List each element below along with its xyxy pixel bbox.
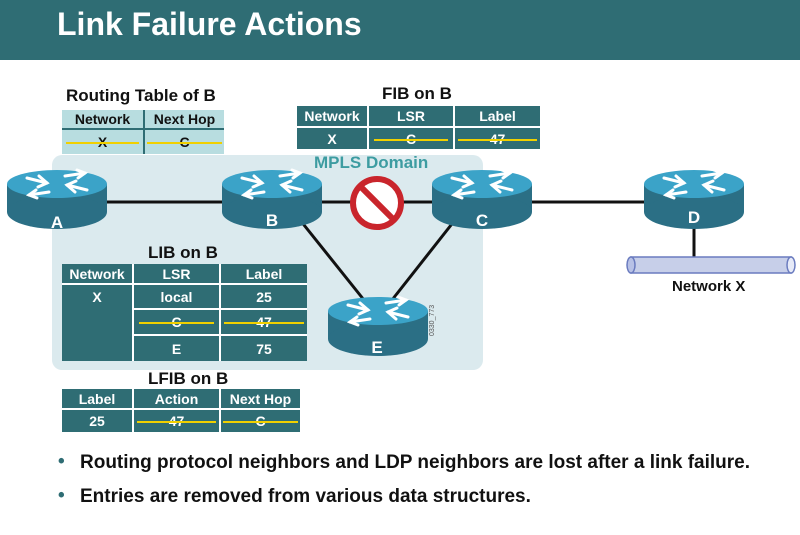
fib-cell-label: 47 (453, 126, 540, 149)
bullet-dot-icon: • (58, 451, 65, 472)
lfib-cell-next-hop: C (219, 408, 300, 432)
header-bar: Link Failure Actions (0, 0, 800, 60)
router-b-label: B (265, 211, 279, 230)
lfib-cell-action: 47 (132, 408, 220, 432)
lfib-header-next-hop: Next Hop (219, 389, 300, 409)
lib-table: Network LSR Label X local 25 C 47 E 75 (62, 264, 307, 361)
router-b-icon (222, 168, 322, 229)
link-failure-icon (350, 176, 404, 230)
fib-cell-network: X (297, 126, 368, 149)
fib-title: FIB on B (382, 84, 452, 103)
lib-cell-label: 25 (219, 283, 307, 309)
mpls-domain-label: MPLS Domain (314, 153, 429, 172)
lib-header-network: Network (62, 264, 133, 284)
router-c-label: C (475, 211, 489, 230)
router-a-icon (7, 168, 107, 229)
network-x-label: Network X (672, 278, 746, 295)
router-d-icon (644, 168, 744, 229)
bullet-dot-icon: • (58, 485, 65, 506)
figure-code: 0330_773 (429, 304, 436, 336)
router-e-label: E (371, 338, 383, 357)
lfib-header-label: Label (62, 389, 133, 409)
lib-cell-lsr: C (132, 308, 220, 335)
lfib-header-action: Action (132, 389, 220, 409)
fib-cell-lsr: C (367, 126, 454, 149)
lib-header-lsr: LSR (132, 264, 220, 284)
routing-table-header-network: Network (62, 110, 144, 129)
routing-table-cell-network: X (62, 128, 144, 154)
lib-cell-label: 75 (219, 334, 307, 361)
fib-header-label: Label (453, 106, 540, 127)
routing-table: Network Next Hop X C (62, 110, 224, 154)
lib-cell-lsr: local (132, 283, 220, 309)
router-e-icon (328, 295, 428, 356)
link-b-e (298, 219, 366, 301)
network-x-segment (626, 256, 796, 274)
lib-cell-label: 47 (219, 308, 307, 335)
bullet-item: • Entries are removed from various data … (58, 485, 531, 507)
fib-header-lsr: LSR (367, 106, 454, 127)
router-a-label: A (50, 213, 64, 232)
routing-table-title: Routing Table of B (66, 86, 216, 105)
fib-table: Network LSR Label X C 47 (297, 106, 540, 149)
lib-cell-network: X (62, 283, 133, 361)
routing-table-header-next-hop: Next Hop (143, 110, 224, 129)
lib-title: LIB on B (148, 243, 218, 262)
router-d-label: D (687, 208, 701, 227)
lfib-title: LFIB on B (148, 369, 229, 388)
lfib-cell-label: 25 (62, 408, 133, 432)
fib-header-network: Network (297, 106, 368, 127)
bullet-list: • Routing protocol neighbors and LDP nei… (58, 450, 778, 518)
lfib-table: Label Action Next Hop 25 47 C (62, 389, 300, 432)
routing-table-cell-next-hop: C (143, 128, 224, 154)
lib-cell-lsr: E (132, 334, 220, 361)
bullet-item: • Routing protocol neighbors and LDP nei… (58, 451, 751, 473)
link-c-e (390, 219, 457, 301)
lib-header-label: Label (219, 264, 307, 284)
page-title: Link Failure Actions (57, 6, 362, 42)
router-c-icon (432, 168, 532, 229)
